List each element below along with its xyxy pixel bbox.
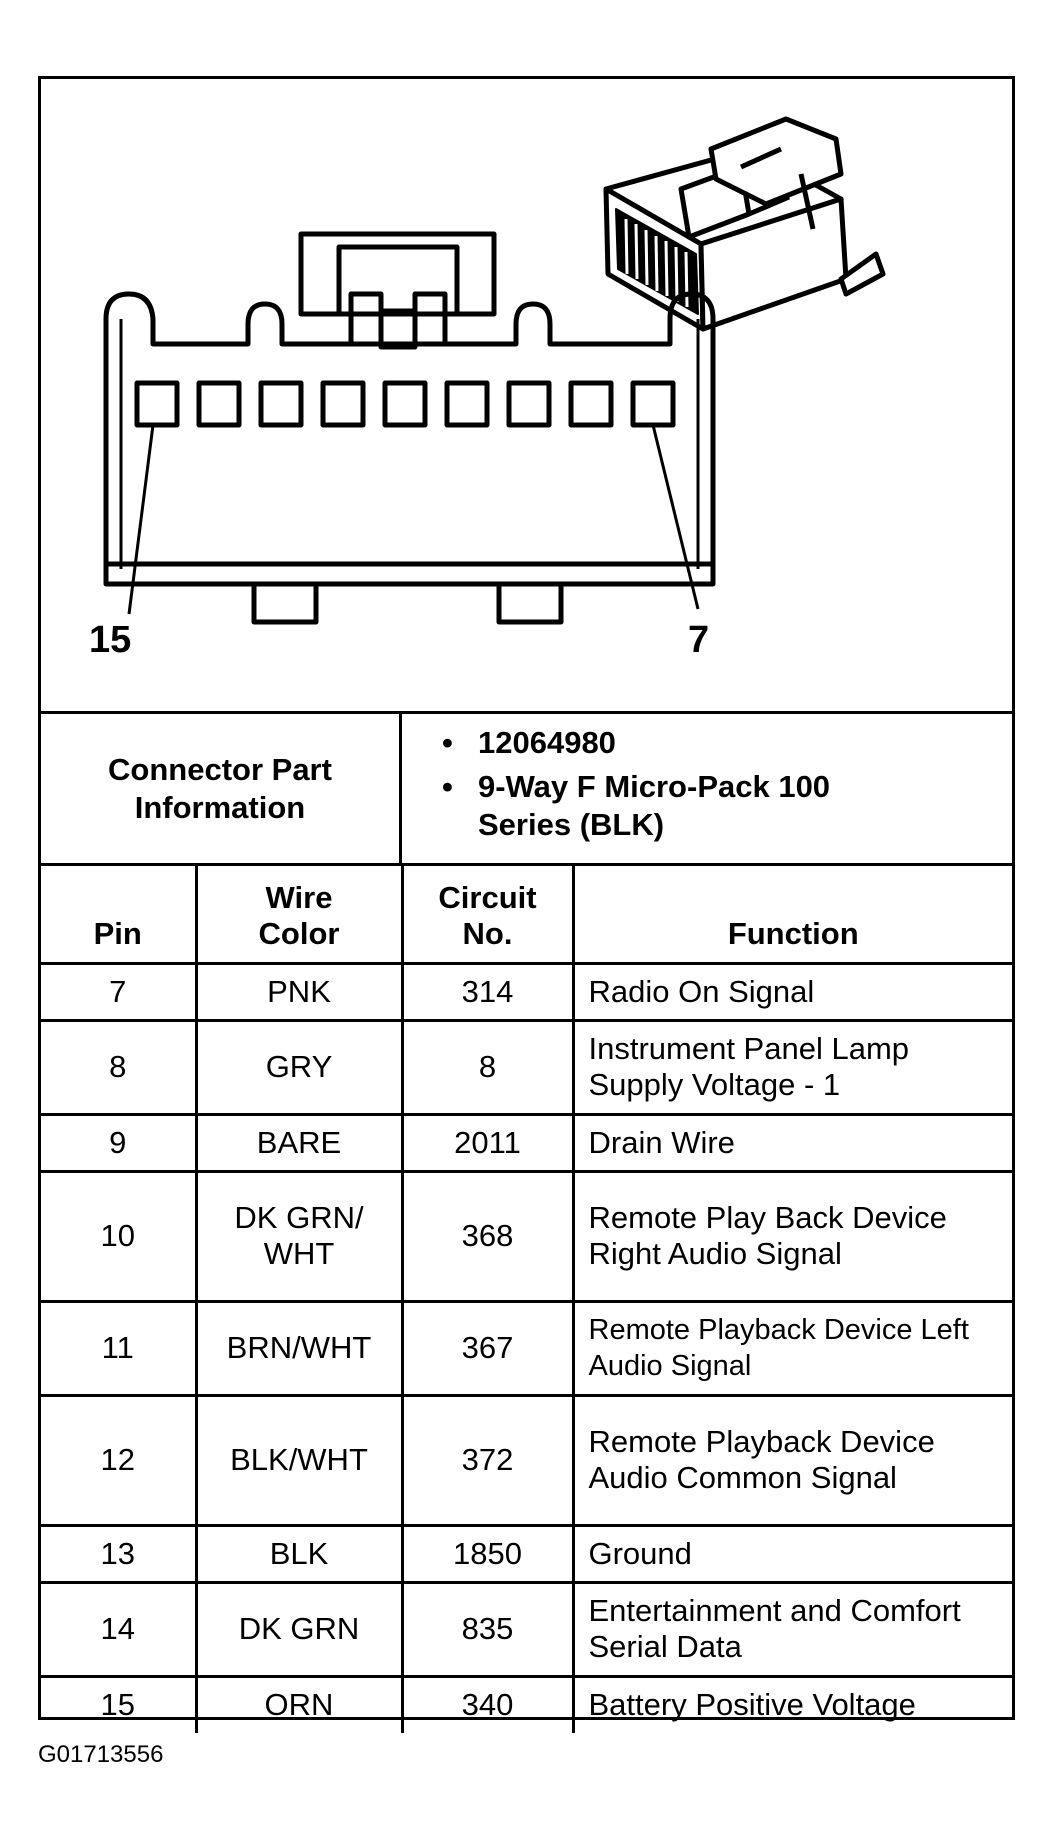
table-row: 14 DK GRN 835 Entertainment and Comfort … — [41, 1580, 1012, 1678]
pinout-table: Pin Wire Color Circuit No. Function 7 PN… — [41, 866, 1012, 1733]
connector-diagram: 15 7 — [41, 79, 1012, 711]
cell-function: Remote Play Back Device Right Audio Sign… — [571, 1169, 1012, 1303]
connector-3d-view — [603, 116, 886, 332]
cell-circuit: 2011 — [400, 1112, 575, 1173]
cell-function: Radio On Signal — [571, 961, 1012, 1022]
header-wire-color: Wire Color — [194, 866, 404, 965]
cell-wire-color: BLK/WHT — [194, 1393, 404, 1527]
table-row: 9 BARE 2011 Drain Wire — [41, 1112, 1012, 1173]
figure-id: G01713556 — [38, 1741, 164, 1768]
cell-pin: 8 — [41, 1018, 198, 1116]
cell-wire-color: BLK — [194, 1523, 404, 1584]
table-row: 10 DK GRN/ WHT 368 Remote Play Back Devi… — [41, 1169, 1012, 1303]
cell-circuit: 367 — [400, 1299, 575, 1397]
cell-pin: 15 — [41, 1674, 198, 1733]
cell-circuit: 340 — [400, 1674, 575, 1733]
cell-wire-color: ORN — [194, 1674, 404, 1733]
cell-function: Instrument Panel Lamp Supply Voltage - 1 — [571, 1018, 1012, 1116]
header-circuit-no: Circuit No. — [400, 866, 575, 965]
cell-function: Battery Positive Voltage — [571, 1674, 1012, 1733]
cell-wire-color: PNK — [194, 961, 404, 1022]
cell-function: Ground — [571, 1523, 1012, 1584]
cell-wire-color: DK GRN/ WHT — [194, 1169, 404, 1303]
part-number: 12064980 — [442, 724, 1012, 762]
connector-front-view — [103, 231, 716, 625]
diagram-frame: 15 7 Connector Part Information 12064980… — [38, 76, 1015, 1733]
connector-part-info-details: 12064980 9-Way F Micro-Pack 100 Series (… — [402, 714, 1012, 863]
cell-circuit: 314 — [400, 961, 575, 1022]
cell-circuit: 368 — [400, 1169, 575, 1303]
cell-function: Remote Playback Device Left Audio Signal — [571, 1299, 1012, 1397]
connector-drawing — [103, 116, 886, 625]
cell-pin: 13 — [41, 1523, 198, 1584]
table-row: 11 BRN/WHT 367 Remote Playback Device Le… — [41, 1299, 1012, 1397]
table-row: 8 GRY 8 Instrument Panel Lamp Supply Vol… — [41, 1018, 1012, 1116]
cell-pin: 9 — [41, 1112, 198, 1173]
cell-circuit: 835 — [400, 1580, 575, 1678]
cell-pin: 11 — [41, 1299, 198, 1397]
table-row: 12 BLK/WHT 372 Remote Playback Device Au… — [41, 1393, 1012, 1527]
cell-pin: 10 — [41, 1169, 198, 1303]
header-pin: Pin — [41, 866, 198, 965]
table-row: 13 BLK 1850 Ground — [41, 1523, 1012, 1584]
cell-function: Drain Wire — [571, 1112, 1012, 1173]
cell-wire-color: BARE — [194, 1112, 404, 1173]
connector-part-info-label: Connector Part Information — [41, 714, 402, 863]
cell-pin: 14 — [41, 1580, 198, 1678]
header-function: Function — [571, 866, 1012, 965]
table-row: 7 PNK 314 Radio On Signal — [41, 961, 1012, 1022]
cell-pin: 12 — [41, 1393, 198, 1527]
cell-circuit: 8 — [400, 1018, 575, 1116]
cell-pin: 7 — [41, 961, 198, 1022]
pin-label-15: 15 — [89, 619, 132, 661]
cell-wire-color: BRN/WHT — [194, 1299, 404, 1397]
cell-circuit: 372 — [400, 1393, 575, 1527]
cell-circuit: 1850 — [400, 1523, 575, 1584]
pin-label-7: 7 — [688, 619, 710, 661]
connector-type: 9-Way F Micro-Pack 100 Series (BLK) — [442, 768, 858, 844]
connector-part-info: Connector Part Information 12064980 9-Wa… — [41, 711, 1012, 866]
table-row: 15 ORN 340 Battery Positive Voltage — [41, 1674, 1012, 1733]
cell-wire-color: GRY — [194, 1018, 404, 1116]
cell-function: Entertainment and Comfort Serial Data — [571, 1580, 1012, 1678]
cell-function: Remote Playback Device Audio Common Sign… — [571, 1393, 1012, 1527]
cell-wire-color: DK GRN — [194, 1580, 404, 1678]
